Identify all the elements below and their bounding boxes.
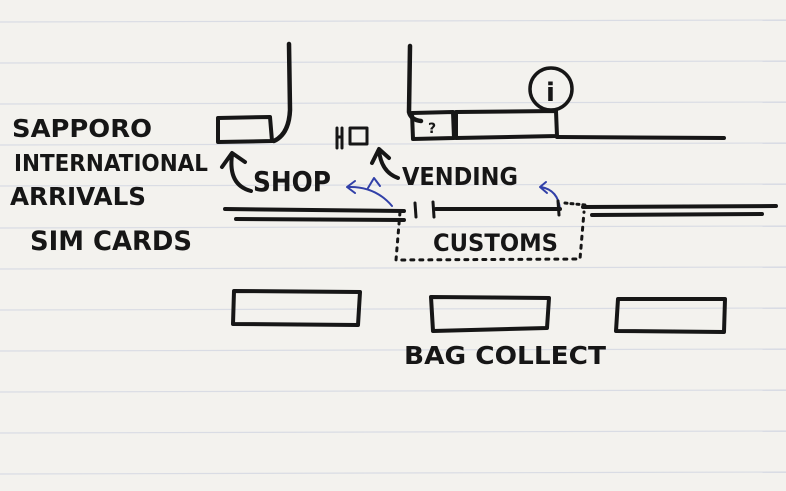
customs-label: CUSTOMS xyxy=(433,229,558,257)
left-corridor xyxy=(216,41,293,144)
title-line-international: INTERNATIONAL xyxy=(14,151,208,177)
info-icon xyxy=(528,66,574,112)
vending-machine xyxy=(335,126,369,150)
shop-label: SHOP xyxy=(253,165,331,198)
counter-bench xyxy=(454,109,559,140)
shop-arrow-icon xyxy=(220,151,253,193)
right-wall xyxy=(555,135,726,140)
route-left-arrow-tail-icon xyxy=(367,177,381,189)
vending-arrow-icon xyxy=(370,147,400,180)
carousel-2 xyxy=(429,295,551,333)
bag-collect-label: BAG COLLECT xyxy=(404,341,606,370)
title-line-sim-cards: SIM CARDS xyxy=(30,226,192,257)
paper-rule-lines xyxy=(0,19,786,475)
info-icon-letter: i xyxy=(546,78,555,108)
baggage-carousels xyxy=(231,289,727,334)
arrivals-wall xyxy=(223,199,778,222)
title-line-arrivals: ARRIVALS xyxy=(10,182,146,211)
customs-area xyxy=(394,210,586,262)
carousel-1 xyxy=(231,289,362,327)
vending-label: VENDING xyxy=(402,162,518,191)
shop-counter xyxy=(216,115,274,144)
carousel-3 xyxy=(614,297,727,334)
title-line-sapporo: SAPPORO xyxy=(12,114,152,143)
title-block: SAPPORO INTERNATIONAL ARRIVALS SIM CARDS xyxy=(10,114,208,257)
right-corridor: ? i xyxy=(406,43,726,141)
route-left-arrow-icon xyxy=(346,180,393,207)
info-desk-mark: ? xyxy=(428,121,436,137)
